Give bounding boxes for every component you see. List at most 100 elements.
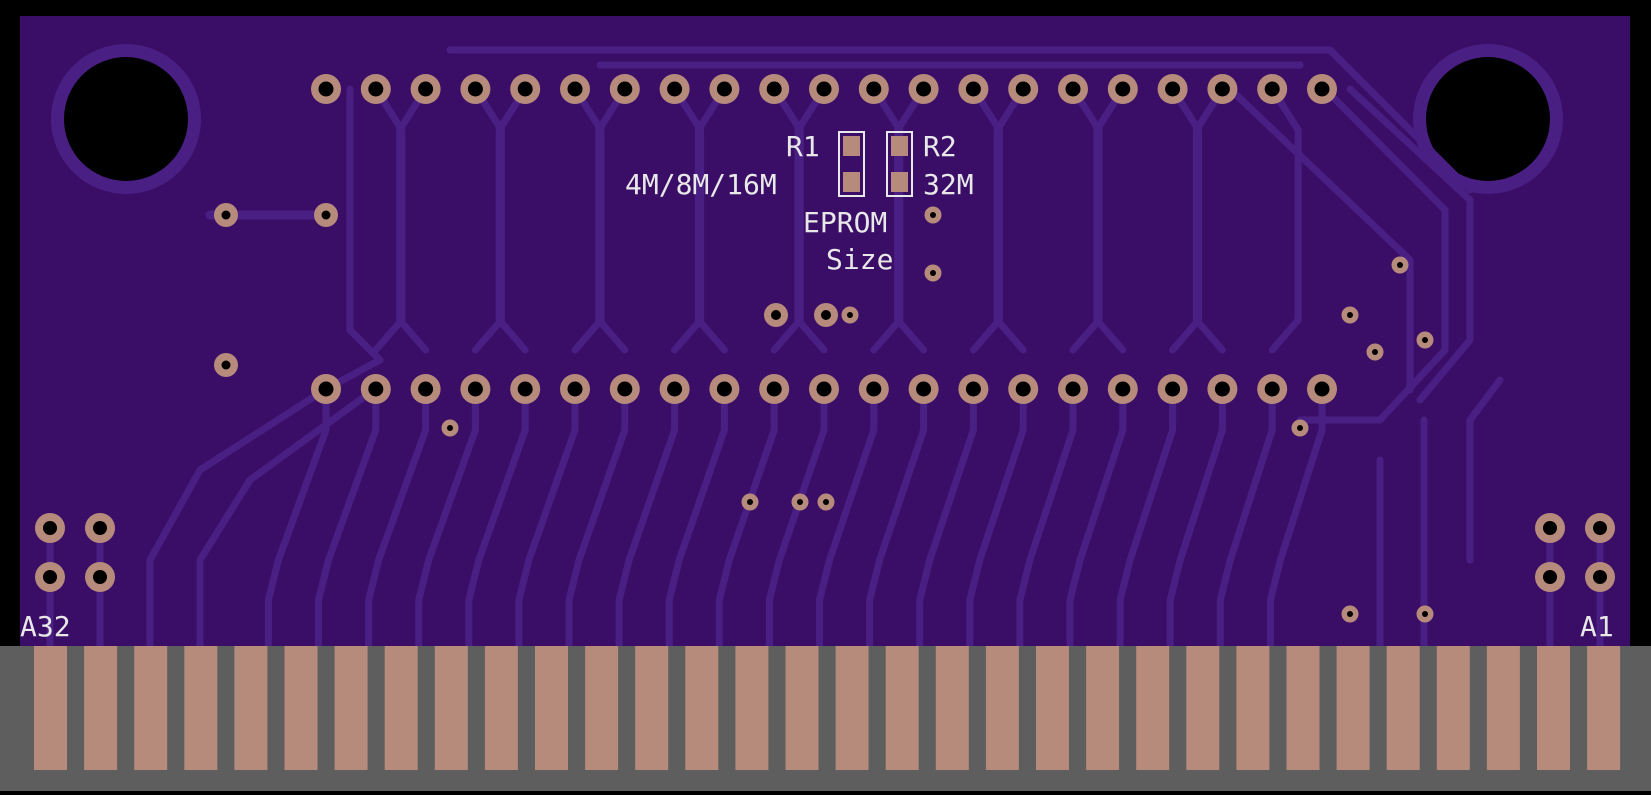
trace (1066, 385, 1127, 654)
trace (1268, 85, 1302, 354)
trace (595, 85, 629, 354)
via (791, 493, 809, 511)
via (924, 206, 942, 224)
copper-traces (46, 46, 1604, 654)
dip-pin-top (908, 74, 939, 104)
dip-pin-top (510, 74, 541, 104)
trace (694, 85, 728, 354)
dip-pin-bottom (360, 374, 391, 404)
edge-finger (535, 646, 568, 770)
trace (196, 385, 379, 654)
edge-finger (334, 646, 368, 770)
dip-pin-bottom (460, 374, 491, 404)
label-eprom: EPROM (803, 206, 887, 239)
trace (1226, 85, 1414, 394)
edge-finger (1386, 646, 1420, 770)
trace (396, 85, 430, 354)
edge-finger (1537, 646, 1570, 770)
trace (1296, 85, 1449, 424)
test-pad (214, 203, 238, 227)
trace (322, 85, 384, 393)
dip-pin-bottom (1157, 374, 1188, 404)
label-pin-a32: A32 (20, 610, 71, 643)
dip-pin-bottom (1008, 374, 1039, 404)
via (741, 493, 759, 511)
trace (1166, 385, 1226, 654)
corner-pad (35, 513, 65, 543)
mounting-hole-right (1413, 44, 1563, 194)
edge-finger (835, 646, 869, 770)
edge-finger (1436, 646, 1470, 770)
edge-fingers (34, 646, 1621, 770)
dip-pin-bottom (311, 374, 341, 404)
edge-finger (84, 646, 118, 770)
test-pad (764, 303, 788, 327)
trace (993, 85, 1027, 354)
trace (146, 385, 330, 654)
dip-pin-top (858, 74, 889, 104)
dip-pin-bottom (510, 374, 541, 404)
corner-pad (85, 562, 115, 592)
dip-pin-top (958, 74, 989, 104)
corner-pad (85, 513, 115, 543)
dip-pin-bottom (759, 374, 790, 404)
edge-finger (234, 646, 268, 770)
corner-pad (1585, 562, 1615, 592)
via (817, 493, 835, 511)
label-r1: R1 (786, 130, 820, 163)
edge-finger (935, 646, 969, 770)
test-pad (814, 303, 838, 327)
edge-finger (1186, 646, 1220, 770)
dip-pin-bottom (908, 374, 939, 404)
trace (1116, 385, 1177, 654)
dip-pin-top (659, 74, 690, 104)
edge-finger (484, 646, 518, 770)
trace (446, 46, 1474, 194)
dip-pin-bottom (410, 374, 441, 404)
trace (1346, 85, 1474, 404)
mounting-hole-left (51, 44, 201, 194)
dip-pin-top (1058, 74, 1088, 104)
via (841, 306, 859, 324)
label-r2: R2 (923, 130, 957, 163)
trace (615, 385, 679, 654)
trace (894, 85, 928, 354)
dip-pin-bottom (809, 374, 839, 404)
edge-finger (1236, 646, 1270, 770)
dip-pin-top (1008, 74, 1039, 104)
dip-pin-bottom (1058, 374, 1088, 404)
test-pad (314, 203, 338, 227)
edge-finger (384, 646, 418, 770)
edge-finger (184, 646, 218, 770)
edge-finger (1036, 646, 1069, 770)
trace (1266, 385, 1326, 654)
trace (1216, 385, 1276, 654)
via (924, 264, 942, 282)
edge-finger (284, 646, 318, 770)
trace (315, 385, 380, 654)
edge-finger (134, 646, 168, 770)
dip-pin-top (1157, 74, 1188, 104)
edge-finger (785, 646, 819, 770)
corner-pad (1535, 513, 1565, 543)
dip-pin-bottom (1207, 374, 1238, 404)
board-substrate (20, 16, 1630, 646)
test-pad (214, 353, 238, 377)
dip-pin-top (1207, 74, 1238, 104)
via (1391, 256, 1409, 274)
trace (715, 385, 778, 654)
edge-finger (885, 646, 919, 770)
dip-pin-top (1107, 74, 1138, 104)
edge-finger (1587, 646, 1621, 770)
dip-pin-bottom (1307, 374, 1337, 404)
trace (1466, 376, 1504, 564)
trace (565, 385, 629, 654)
corner-pad (1585, 513, 1615, 543)
via (1341, 306, 1359, 324)
via (1416, 605, 1434, 623)
label-size: Size (826, 243, 893, 276)
edge-finger (635, 646, 669, 770)
edge-finger (434, 646, 468, 770)
trace (765, 385, 828, 654)
